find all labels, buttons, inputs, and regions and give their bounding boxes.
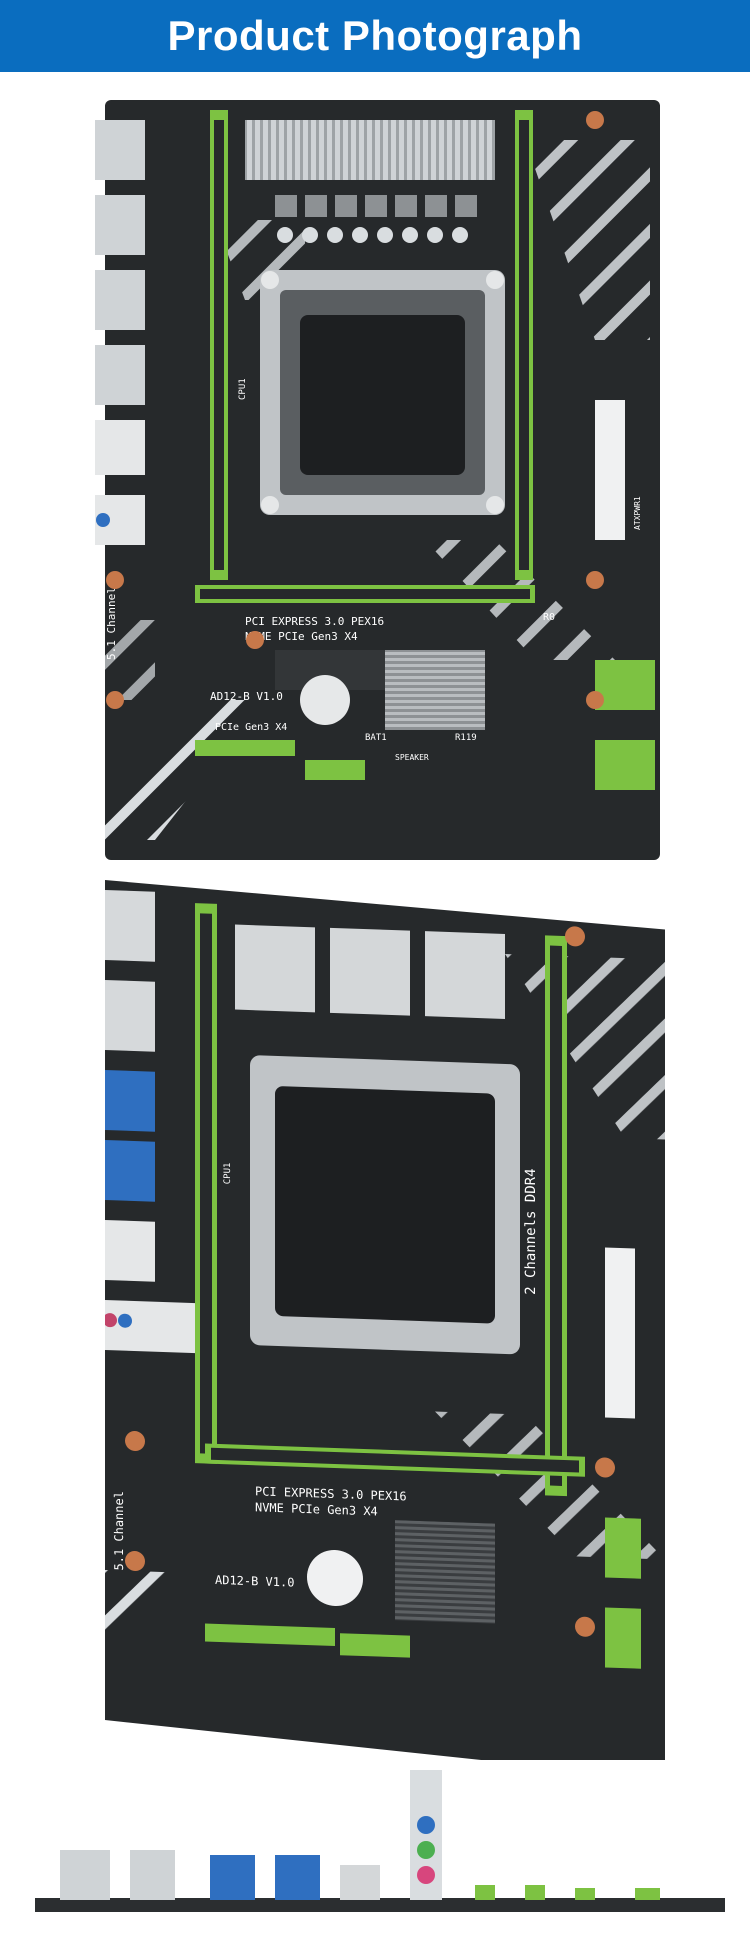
- atx-power-connector: [595, 400, 625, 540]
- usb3-port: [210, 1855, 255, 1900]
- usb-port: [105, 979, 155, 1052]
- chipset-heatsink: [395, 1520, 495, 1624]
- sata-port: [595, 740, 625, 790]
- pcie-x16-silkscreen: PCI EXPRESS 3.0 PEX16: [245, 615, 384, 628]
- sata-port: [625, 740, 655, 790]
- lan-port: [95, 420, 145, 475]
- pcie-x16-silkscreen: PCI EXPRESS 3.0 PEX16: [255, 1484, 407, 1503]
- pcie-x4-silkscreen: PCIe Gen3 X4: [215, 722, 287, 733]
- pcie-x4-slot: [205, 1623, 335, 1647]
- rear-io-edge-photo: [35, 1770, 725, 1930]
- pcie-x4-slot: [195, 740, 295, 756]
- sata-silkscreen: SATA3.0: [660, 660, 670, 698]
- audio-jack-green: [417, 1841, 435, 1859]
- lan-port: [105, 1219, 155, 1282]
- usb3-port: [105, 1139, 155, 1202]
- audio-silkscreen: 5.1 Channel: [105, 587, 118, 660]
- cpu-silkscreen: CPU1: [223, 1162, 233, 1184]
- usb-port: [95, 270, 145, 330]
- cmos-battery: [300, 675, 350, 725]
- sata-port: [605, 1517, 641, 1579]
- cmos-battery: [307, 1550, 363, 1607]
- atx-silkscreen: ATXPWR1: [633, 496, 642, 530]
- nvme-silkscreen: NVME PCIe Gen3 X4: [255, 1500, 378, 1518]
- sata-port: [605, 1607, 641, 1669]
- nvme-silkscreen: NVME PCIe Gen3 X4: [245, 630, 358, 643]
- usb-port: [95, 345, 145, 405]
- vrm-heatsink: [425, 931, 505, 1019]
- usb-port: [95, 120, 145, 180]
- page-title: Product Photograph: [167, 12, 583, 59]
- r119-silkscreen: R119: [455, 733, 477, 743]
- usb-port: [95, 195, 145, 255]
- sata-port: [625, 660, 655, 710]
- motherboard-top-view-photo: 2 Channels DDR4 CPU1 PCI EXPRESS 3.0 PEX…: [95, 100, 670, 860]
- usb-port: [130, 1850, 175, 1900]
- cpu-silkscreen: CPU1: [238, 378, 248, 400]
- vrm-heatsink: [245, 120, 495, 180]
- usb-port: [105, 889, 155, 962]
- audio-jack-blue: [417, 1816, 435, 1834]
- usb3-port: [105, 1069, 155, 1132]
- r0-silkscreen: R0: [543, 612, 555, 623]
- motherboard-angled-view-photo: 2 Channels DDR4 CPU1 PCI EXPRESS 3.0 PEX…: [105, 880, 705, 1760]
- audio-silkscreen: 5.1 Channel: [112, 1491, 126, 1571]
- chipset-heatsink: [385, 650, 485, 730]
- atx-power-connector: [605, 1247, 635, 1419]
- speaker-silkscreen: SPEAKER: [395, 753, 429, 762]
- model-silkscreen: AD12-B V1.0: [210, 690, 283, 703]
- bat-silkscreen: BAT1: [365, 733, 387, 743]
- audio-jack-pink: [417, 1866, 435, 1884]
- model-silkscreen: AD12-B V1.0: [215, 1573, 294, 1590]
- cpu-socket-cover: [300, 315, 465, 475]
- vrm-heatsink: [330, 927, 410, 1016]
- vrm-heatsink: [235, 924, 315, 1013]
- usb-port: [60, 1850, 110, 1900]
- header-banner: Product Photograph: [0, 0, 750, 72]
- lan-port: [340, 1865, 380, 1900]
- pcb-edge: [35, 1898, 725, 1912]
- ddr-silkscreen: 2 Channels DDR4: [523, 1168, 539, 1295]
- cpu-socket-cover: [275, 1086, 495, 1324]
- usb3-port: [275, 1855, 320, 1900]
- audio-jack: [105, 1299, 210, 1354]
